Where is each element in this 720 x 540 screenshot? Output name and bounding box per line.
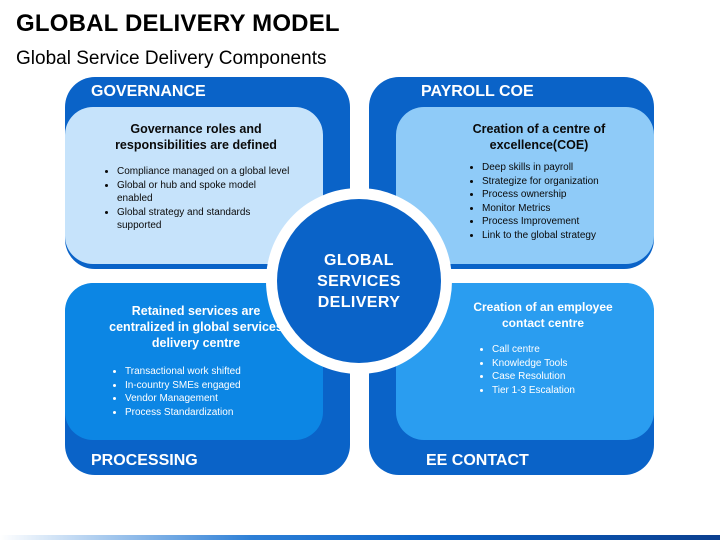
list-item: Call centre <box>492 343 638 357</box>
list-item: Global or hub and spoke model enabled <box>117 179 293 206</box>
page-subtitle: Global Service Delivery Components <box>16 48 327 69</box>
list-item: Vendor Management <box>125 392 307 406</box>
list-item: Strategize for organization <box>482 175 638 189</box>
list-item: Monitor Metrics <box>482 202 638 216</box>
center-label: GLOBAL SERVICES DELIVERY <box>304 250 414 313</box>
processing-label: PROCESSING <box>91 452 198 469</box>
list-item: Process Standardization <box>125 406 307 420</box>
center-circle: GLOBAL SERVICES DELIVERY <box>277 199 441 363</box>
ee-contact-heading: Creation of an employee contact centre <box>473 300 613 330</box>
list-item: Deep skills in payroll <box>482 161 638 175</box>
processing-list: Transactional work shifted In-country SM… <box>85 365 307 419</box>
list-item: Global strategy and standards supported <box>117 206 293 233</box>
list-item: Process Improvement <box>482 215 638 229</box>
list-item: Process ownership <box>482 188 638 202</box>
payroll-coe-panel: Creation of a centre of excellence(COE) … <box>396 107 654 264</box>
payroll-coe-heading: Creation of a centre of excellence(COE) <box>472 122 606 152</box>
payroll-coe-label: PAYROLL COE <box>421 83 534 100</box>
center-line: GLOBAL <box>324 251 394 269</box>
list-item: Tier 1-3 Escalation <box>492 384 638 398</box>
processing-heading: Retained services are centralized in glo… <box>109 304 283 350</box>
center-line: DELIVERY <box>317 293 401 311</box>
list-item: In-country SMEs engaged <box>125 379 307 393</box>
center-line: SERVICES <box>317 272 401 290</box>
page-title: GLOBAL DELIVERY MODEL <box>16 10 340 37</box>
payroll-coe-list: Deep skills in payroll Strategize for or… <box>416 161 638 242</box>
governance-list: Compliance managed on a global level Glo… <box>85 165 307 233</box>
governance-label: GOVERNANCE <box>91 83 206 100</box>
governance-heading: Governance roles and responsibilities ar… <box>115 122 277 152</box>
list-item: Case Resolution <box>492 370 638 384</box>
list-item: Link to the global strategy <box>482 229 638 243</box>
list-item: Knowledge Tools <box>492 357 638 371</box>
list-item: Compliance managed on a global level <box>117 165 293 179</box>
bottom-accent-bar <box>0 535 720 540</box>
list-item: Transactional work shifted <box>125 365 307 379</box>
ee-contact-list: Call centre Knowledge Tools Case Resolut… <box>416 343 638 397</box>
ee-contact-label: EE CONTACT <box>426 452 529 469</box>
